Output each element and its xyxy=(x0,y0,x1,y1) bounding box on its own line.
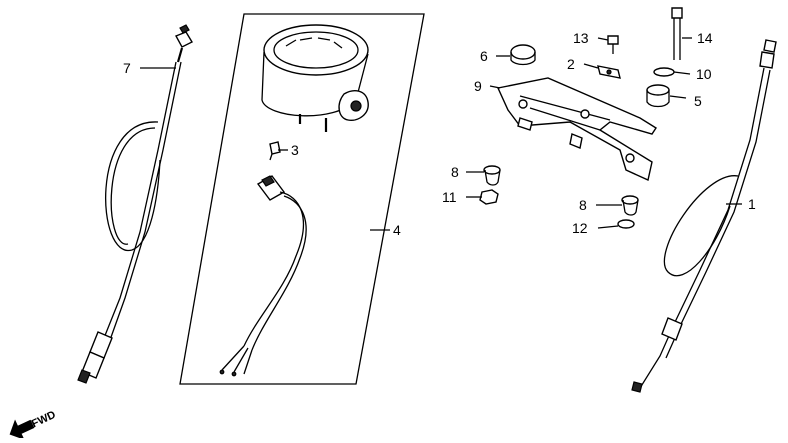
speedometer-cable-right xyxy=(631,39,777,393)
wire-harness xyxy=(219,175,307,377)
callout-8-upper: 8 xyxy=(451,164,459,180)
callout-11: 11 xyxy=(442,189,457,205)
callout-2: 2 xyxy=(567,56,575,72)
washer-plate xyxy=(597,65,621,79)
rubber-cushion xyxy=(646,84,670,108)
callout-12: 12 xyxy=(572,220,588,236)
callout-14: 14 xyxy=(697,30,713,46)
speedometer-assembly xyxy=(261,24,369,132)
speedometer-cable-left xyxy=(77,24,193,384)
callout-9: 9 xyxy=(474,78,482,94)
callout-3: 3 xyxy=(291,142,299,158)
bulb xyxy=(269,141,281,161)
callout-6: 6 xyxy=(480,48,488,64)
callout-13: 13 xyxy=(573,30,589,46)
collar-lower xyxy=(621,195,639,216)
callout-5: 5 xyxy=(694,93,702,109)
washer-small xyxy=(617,219,635,229)
fwd-label: FWD xyxy=(30,409,58,430)
washer xyxy=(653,67,675,77)
assembly-boundary xyxy=(179,13,425,385)
fwd-indicator: FWD xyxy=(9,409,58,440)
leader-lines xyxy=(140,37,742,231)
nut xyxy=(479,189,499,205)
callout-10: 10 xyxy=(696,66,712,82)
bracket xyxy=(496,77,657,181)
callout-8-lower: 8 xyxy=(579,197,587,213)
callout-labels: 7 3 4 6 13 14 2 10 9 5 8 11 8 12 1 xyxy=(123,30,756,238)
grommet xyxy=(510,44,536,66)
callout-4: 4 xyxy=(393,222,401,238)
callout-1: 1 xyxy=(748,196,756,212)
long-bolt xyxy=(671,7,683,60)
collar-upper xyxy=(483,165,501,186)
small-bolt xyxy=(607,35,619,54)
callout-7: 7 xyxy=(123,60,131,76)
